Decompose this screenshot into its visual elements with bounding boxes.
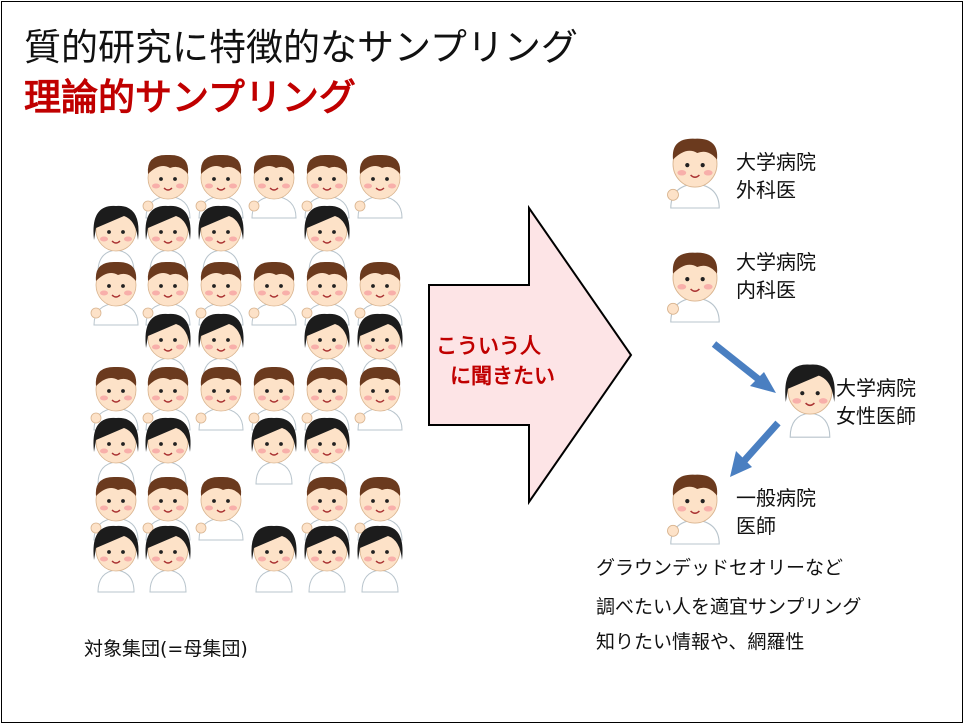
big-right-arrow [428,205,633,505]
sample-3-line1: 大学病院 [836,376,916,400]
population-label: 対象集団(=母集団) [84,638,248,660]
male-doctor-icon [667,474,720,545]
note-line-3: 知りたい情報や、網羅性 [596,631,805,653]
sample-3-label: 大学病院 女性医師 [836,374,916,430]
arrow-text-line2: に聞きたい [450,364,555,388]
slide-subtitle: 理論的サンプリング [24,76,356,119]
arrow-shape [428,205,633,505]
note-line-2: 調べたい人を適宜サンプリング [596,596,862,618]
note-line-1: グラウンデッドセオリーなど [596,557,844,579]
sample-4-label: 一般病院 医師 [736,484,816,540]
population-crowd [90,154,403,593]
sample-2-line2: 内科医 [736,278,796,302]
sample-4-line1: 一般病院 [736,486,816,510]
sample-1-line1: 大学病院 [736,150,816,174]
sample-1-label: 大学病院 外科医 [736,148,816,204]
sample-3-line2: 女性医師 [836,404,916,428]
sample-2-label: 大学病院 内科医 [736,248,816,304]
connector-arrow-2 [730,420,781,477]
sample-4-line2: 医師 [736,514,776,538]
sample-2-line1: 大学病院 [736,250,816,274]
sample-1-line2: 外科医 [736,178,796,202]
connector-arrow-1 [711,341,776,393]
slide-title: 質的研究に特徴的なサンプリング [24,26,578,69]
female-nurse-icon [785,364,835,438]
male-doctor-icon [667,138,720,209]
arrow-text-line1: こういう人 [436,334,541,358]
male-doctor-icon [667,252,720,323]
